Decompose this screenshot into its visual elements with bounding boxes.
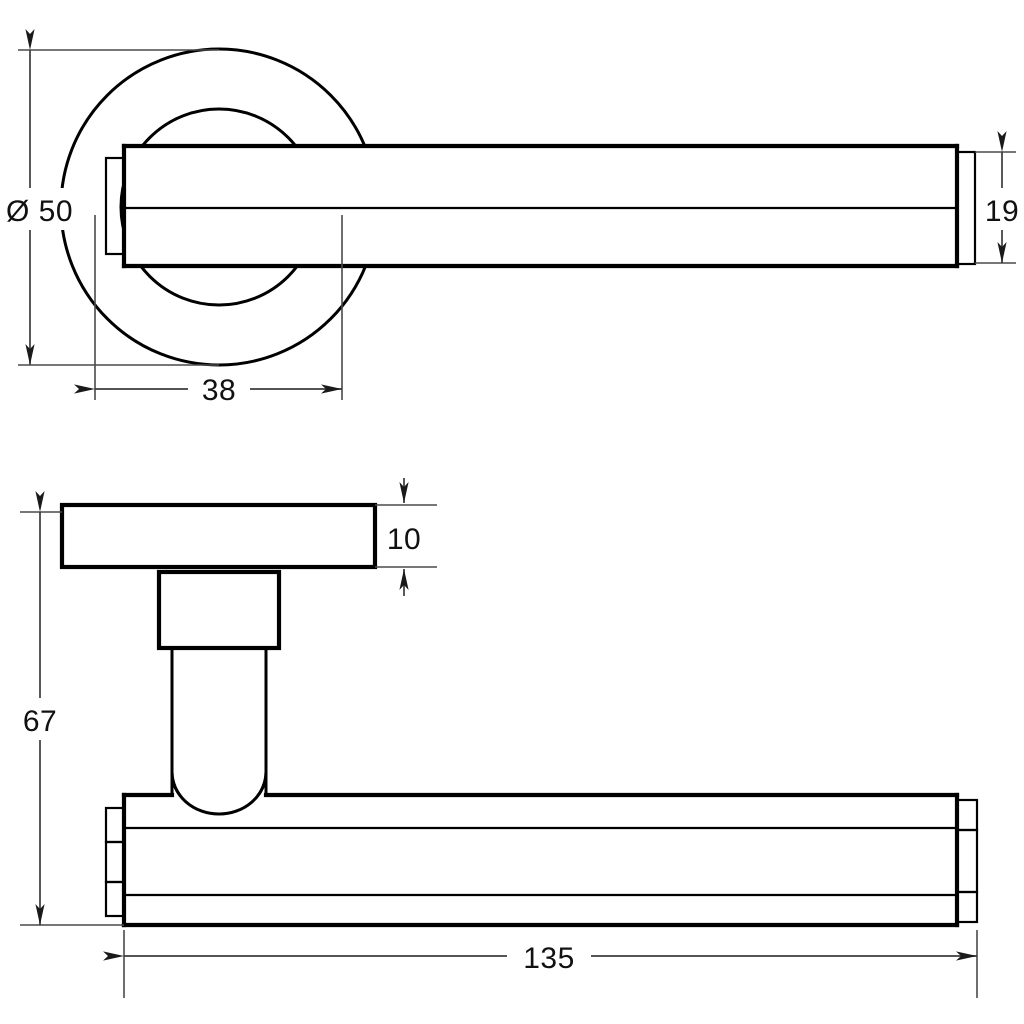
rose-projection-label-mask [188,368,250,410]
rose-thickness-label: 10 [387,523,421,556]
rose-diameter-label: Ø 50 [6,195,73,228]
lever-left-end-cap [104,156,126,256]
side-lever-bar-fill [124,795,957,925]
side-lever-right-cap-lower [955,890,979,924]
overall-height-label-mask [12,698,68,740]
lever-bar-fill [124,146,957,266]
rose-projection-label: 38 [202,374,236,407]
side-lever-left-cap-lower [104,880,126,918]
overall-length-label: 135 [523,942,575,975]
rose-diameter-label-mask [2,188,78,230]
lever-neck-root [170,771,268,816]
side-elevation-view: 10 67 135 [12,478,979,998]
overall-height-label: 67 [23,705,57,738]
lever-right-end-cap [955,150,977,266]
spindle-collar [156,569,282,651]
lever-thickness-label: 19 [985,195,1019,228]
overall-length-label-mask [507,935,591,977]
rose-plate [59,502,378,570]
lever-thickness-label-mask [983,188,1023,230]
plan-view: Ø 50 38 19 [2,29,1023,410]
